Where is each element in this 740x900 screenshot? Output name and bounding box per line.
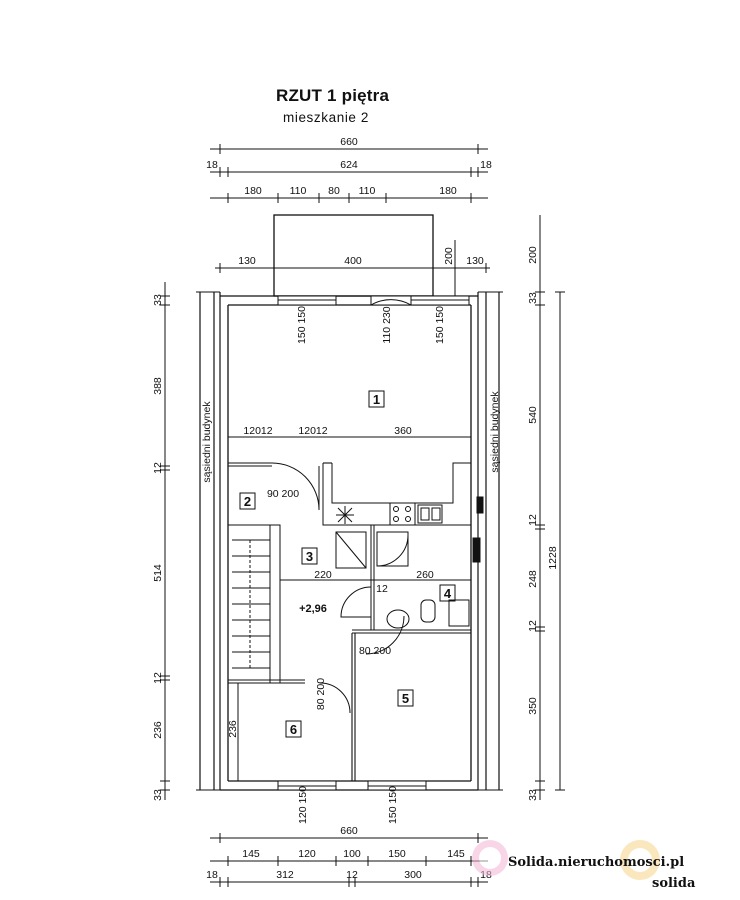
dim-inner-120a: 12012 (243, 425, 272, 437)
room-label-6: 6 (290, 722, 297, 737)
watermark-brand: solida (652, 876, 696, 891)
dim-left-12b: 12 (152, 672, 164, 684)
dim-bottom-100: 100 (343, 848, 361, 860)
dim-window-bottom-b: 150 150 (387, 786, 399, 824)
room-label-5: 5 (402, 691, 409, 706)
neighbour-label-right: sąsiedni budynek (489, 391, 501, 473)
dim-right-12a: 12 (527, 514, 539, 526)
dim-bottom-12: 12 (346, 869, 358, 881)
level-mark: +2,96 (299, 603, 327, 615)
dim-top-18b: 18 (480, 159, 492, 171)
dim-left-236: 236 (152, 721, 164, 739)
room-label-1: 1 (373, 392, 380, 407)
dim-right-350: 350 (527, 697, 539, 715)
dim-left-514: 514 (152, 564, 164, 582)
dim-bottom-18a: 18 (206, 869, 218, 881)
dim-bottom-145a: 145 (242, 848, 260, 860)
dim-window-1: 150 150 (296, 306, 308, 344)
plan-subtitle: mieszkanie 2 (283, 110, 369, 125)
dim-top-110b: 110 (359, 185, 376, 197)
room-label-4: 4 (444, 586, 452, 601)
dim-bottom-312: 312 (276, 869, 294, 881)
dim-door-2: 90 200 (267, 488, 299, 500)
dim-left-12a: 12 (152, 462, 164, 474)
dim-left-33b: 33 (152, 789, 164, 801)
dim-balc-130a: 130 (238, 255, 256, 267)
dim-window-2: 150 150 (434, 306, 446, 344)
dim-inner-236: 236 (227, 720, 239, 738)
dim-right-33a: 33 (527, 292, 539, 304)
dim-inner-360: 360 (394, 425, 412, 437)
dim-top-18a: 18 (206, 159, 218, 171)
watermark-logo (472, 840, 660, 880)
room-label-2: 2 (244, 494, 251, 509)
room-label-3: 3 (306, 549, 313, 564)
dim-inner-260: 260 (416, 569, 434, 581)
dim-bottom-145b: 145 (447, 848, 465, 860)
dim-top-80: 80 (328, 185, 340, 197)
dim-top-624: 624 (340, 159, 358, 171)
neighbour-label-left: sąsiedni budynek (201, 401, 213, 483)
dim-bottom-total: 660 (340, 825, 358, 837)
dim-balc-130b: 130 (466, 255, 484, 267)
dim-door-balcony: 110 230 (381, 306, 393, 343)
dim-bottom-300: 300 (404, 869, 422, 881)
dim-left-33a: 33 (152, 294, 164, 306)
dim-top-180b: 180 (439, 185, 457, 197)
dim-right-33b: 33 (527, 789, 539, 801)
dim-balc-200: 200 (443, 247, 455, 265)
dim-door-4: 80 200 (359, 645, 391, 657)
dim-right-248: 248 (527, 570, 539, 588)
dim-inner-220: 220 (314, 569, 332, 581)
plan-title: RZUT 1 piętra (276, 86, 390, 105)
dim-left-388: 388 (152, 377, 164, 395)
dim-top-total: 660 (340, 136, 358, 148)
dim-inner-12: 12 (376, 583, 388, 595)
watermark-site: Solida.nieruchomosci.pl (508, 855, 684, 870)
dim-top-180a: 180 (244, 185, 262, 197)
dim-inner-120b: 12012 (298, 425, 327, 437)
dim-bottom-120: 120 (298, 848, 316, 860)
dim-right-12b: 12 (527, 620, 539, 632)
dim-bottom-150: 150 (388, 848, 406, 860)
dim-top-110a: 110 (290, 185, 307, 197)
dim-balc-400: 400 (344, 255, 362, 267)
dim-right-200: 200 (527, 246, 539, 264)
dim-right-540: 540 (527, 406, 539, 424)
dim-door-6: 80 200 (315, 678, 327, 710)
dim-window-bottom-a: 120 150 (297, 786, 309, 824)
dim-right-total: 1228 (547, 546, 559, 570)
